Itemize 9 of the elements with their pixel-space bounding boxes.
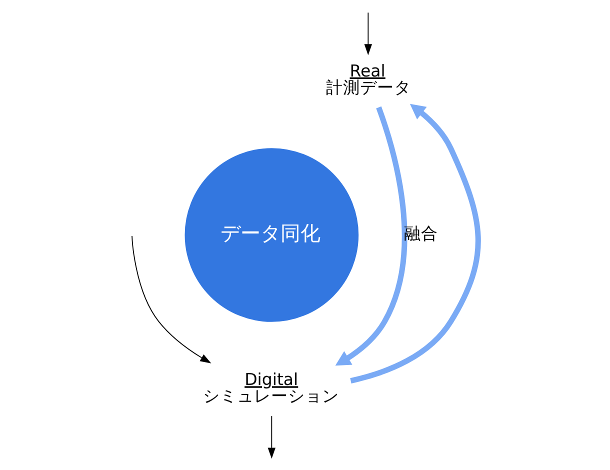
edge-label: 融合 (404, 224, 438, 244)
arrow (268, 416, 276, 459)
node-text: Real 計測データ (326, 61, 411, 97)
node-text: Digital シミュレーション (202, 370, 339, 406)
arrow (364, 12, 372, 56)
arrow (132, 236, 212, 364)
arrow (350, 104, 481, 384)
node-circle: データ同化 (184, 148, 359, 322)
arrow (335, 106, 408, 366)
